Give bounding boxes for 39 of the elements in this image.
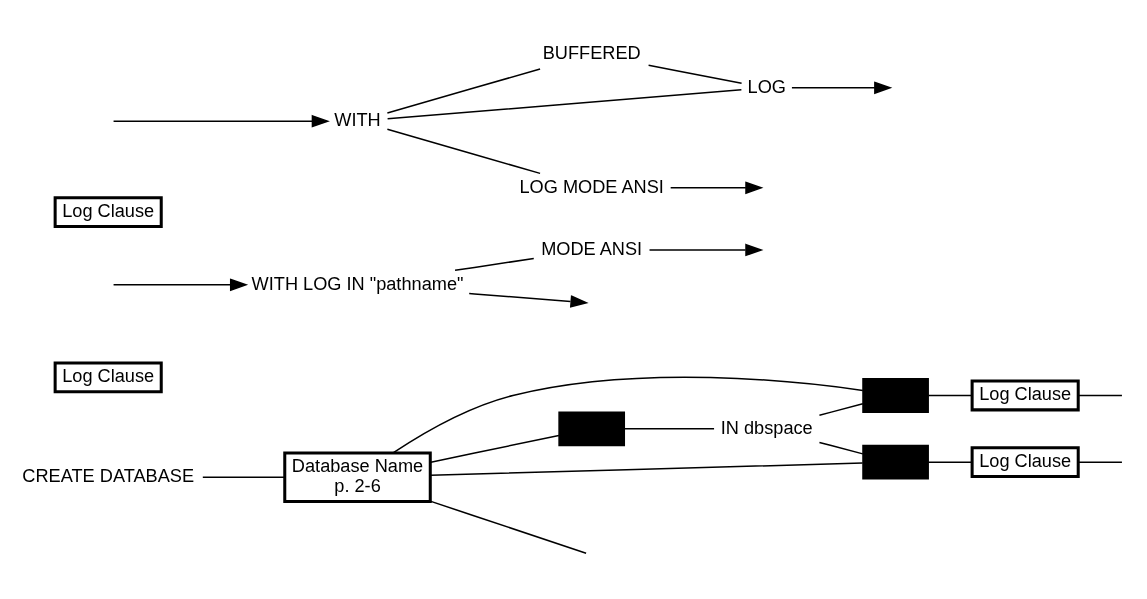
connector xyxy=(818,441,864,455)
node-text: CREATE DATABASE xyxy=(22,465,195,486)
node-box xyxy=(862,444,929,480)
node-box: Log Clause xyxy=(970,379,1080,411)
connector xyxy=(623,427,715,430)
node-text: WITH LOG IN "pathname" xyxy=(251,273,464,294)
connector xyxy=(927,394,973,396)
connector xyxy=(392,376,864,454)
connector xyxy=(1077,394,1123,396)
connector xyxy=(386,88,743,120)
node-box xyxy=(862,377,929,413)
arrow xyxy=(112,114,330,128)
node-text: IN dbspace xyxy=(720,417,813,438)
node-text: WITH xyxy=(334,109,381,130)
connector xyxy=(386,128,541,174)
node-box: Database Name p. 2-6 xyxy=(283,451,432,503)
arrow xyxy=(468,292,589,308)
connector xyxy=(647,63,743,84)
node-text: BUFFERED xyxy=(542,42,641,63)
connector xyxy=(386,67,541,114)
node-text: LOG xyxy=(747,76,786,96)
connector xyxy=(1077,460,1123,463)
arrow xyxy=(112,277,249,291)
connector xyxy=(202,476,286,478)
connector xyxy=(430,500,587,554)
arrow xyxy=(669,180,764,194)
node-text: MODE ANSI xyxy=(541,238,643,259)
arrow xyxy=(648,243,764,256)
node-box: Log Clause xyxy=(53,195,163,228)
connector xyxy=(927,460,973,463)
connector xyxy=(818,402,864,416)
connector xyxy=(454,257,535,271)
connector xyxy=(429,461,864,476)
node-box: Log Clause xyxy=(970,445,1080,478)
node-text: LOG MODE ANSI xyxy=(519,176,664,197)
node-box xyxy=(558,410,626,446)
connector xyxy=(430,434,560,463)
arrow xyxy=(791,80,893,94)
node-box: Log Clause xyxy=(53,360,163,393)
